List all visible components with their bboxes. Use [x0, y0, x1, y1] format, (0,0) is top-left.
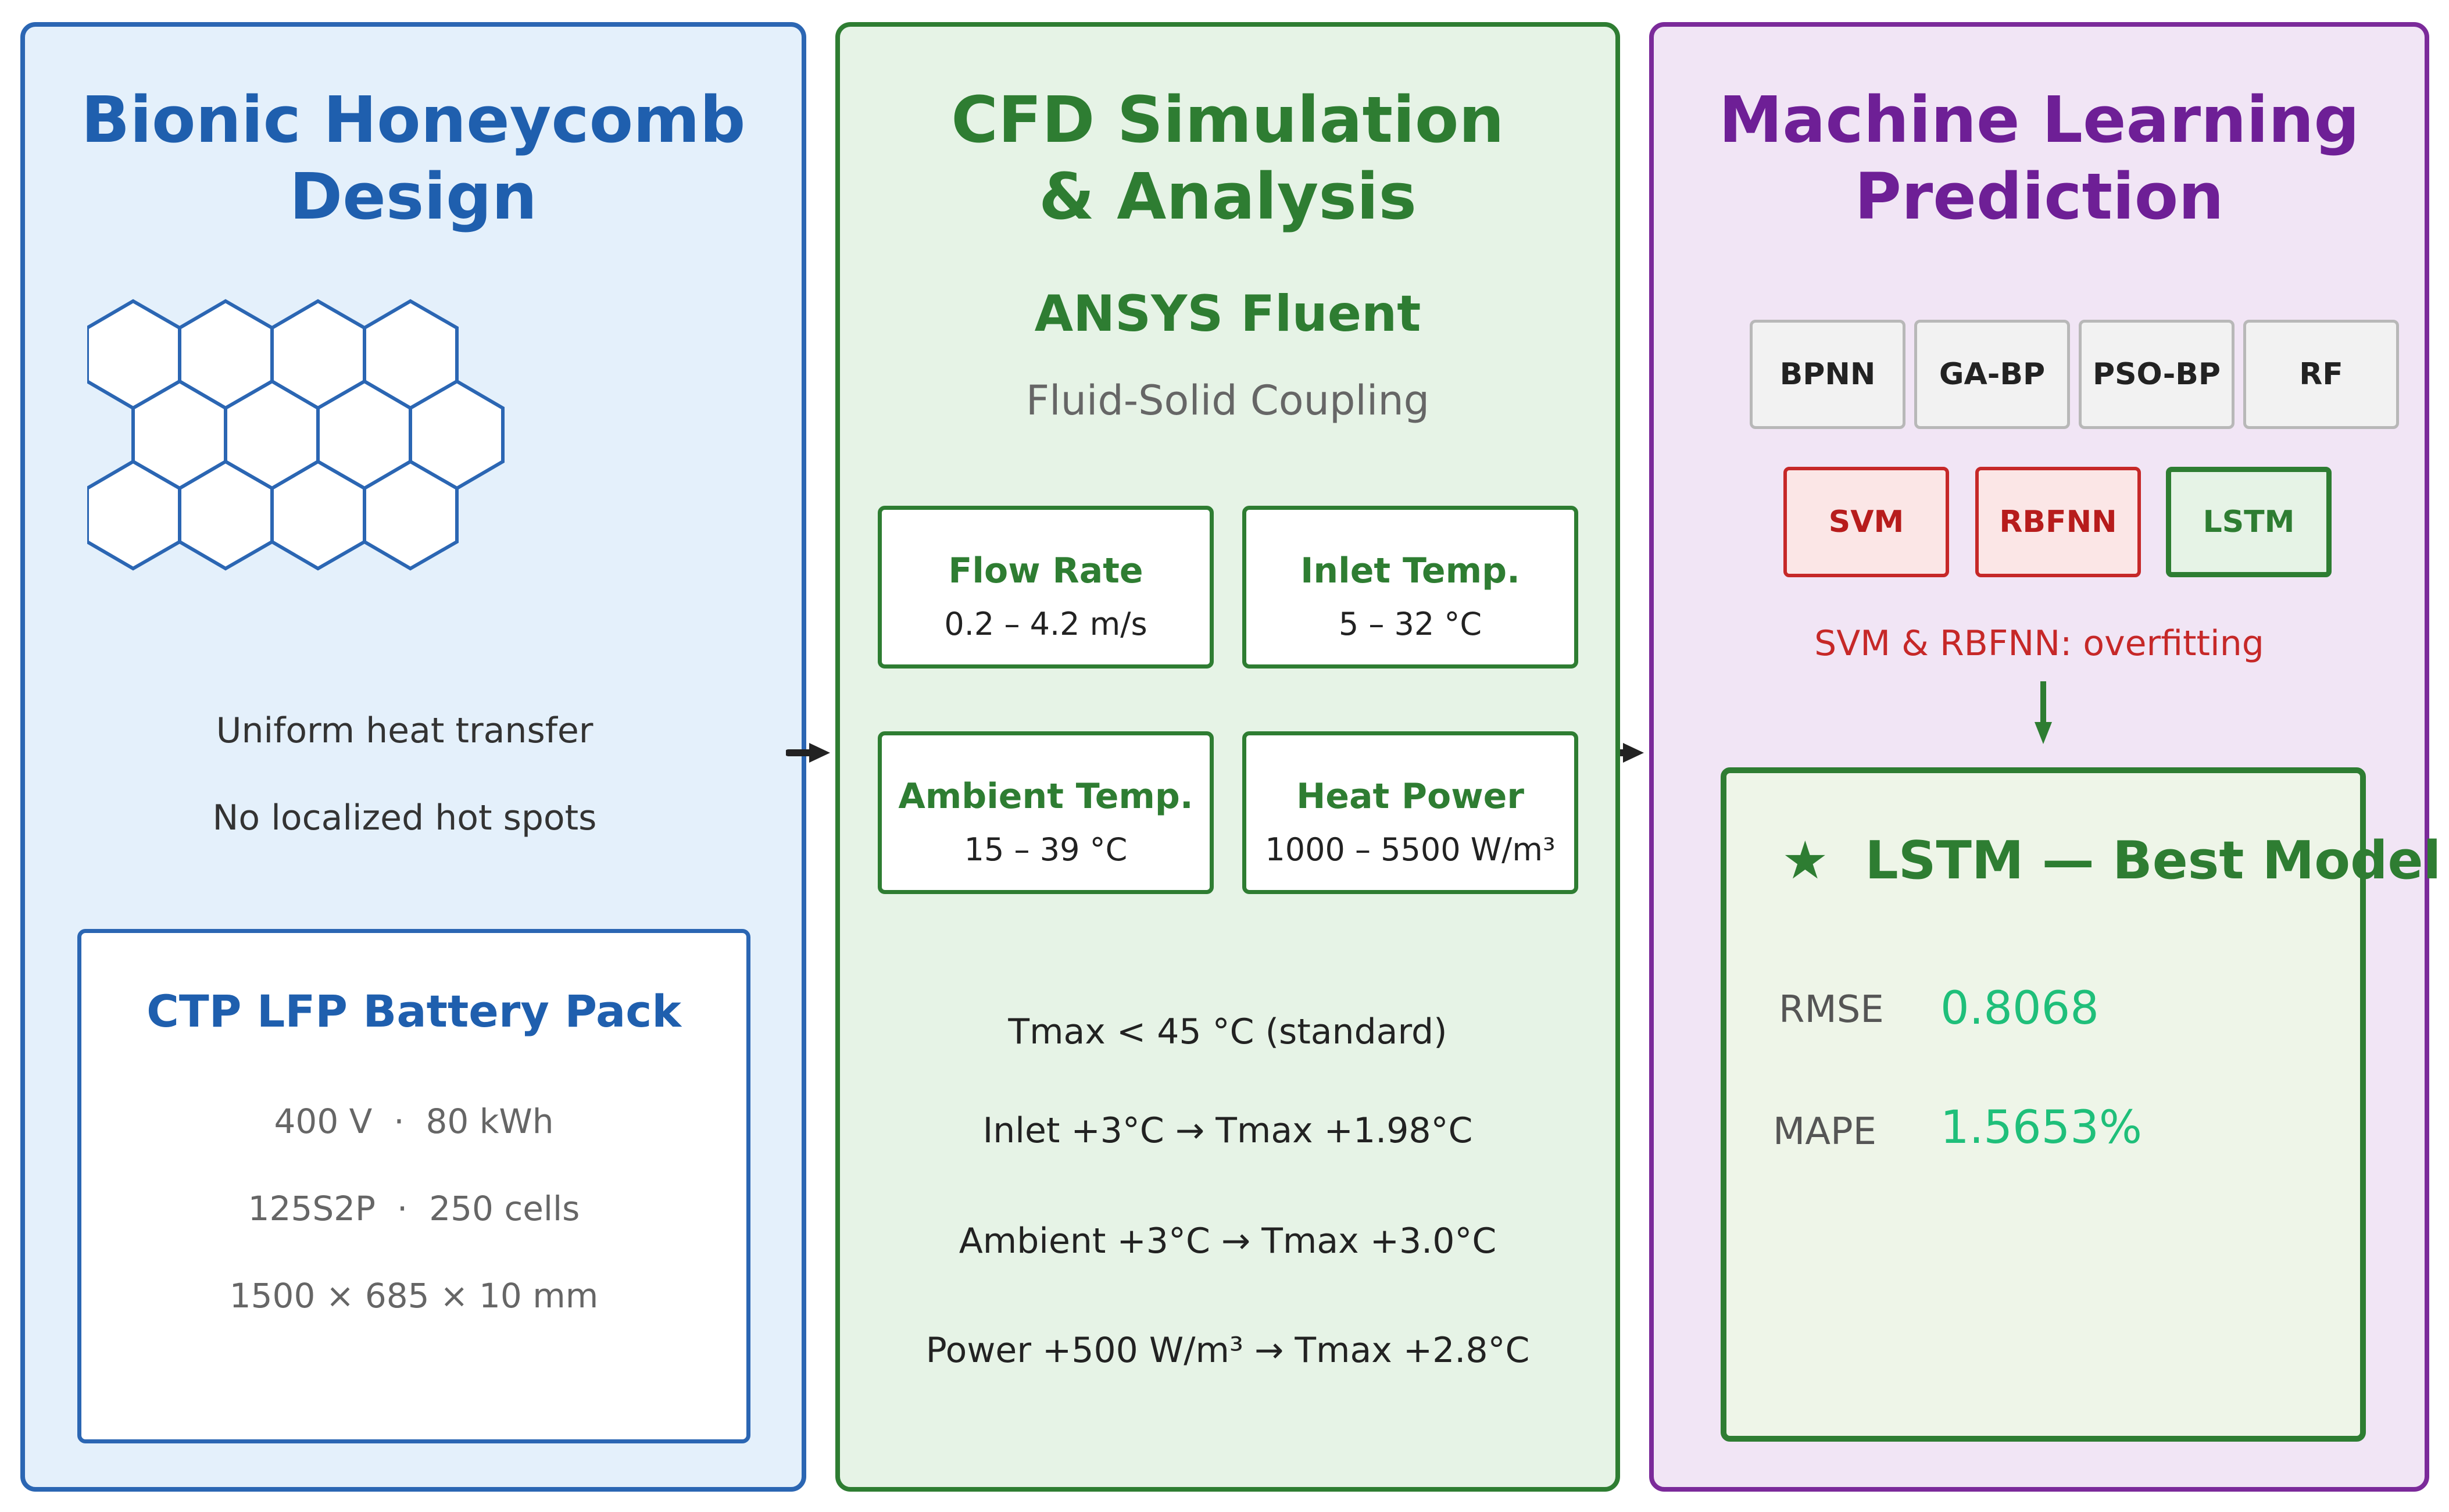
model-chip-lstm: LSTM: [2166, 467, 2332, 577]
metric-name-rmse: RMSE: [1779, 988, 1884, 1031]
param-label: Flow Rate: [948, 551, 1143, 591]
battery-pack-spec-voltage: 400 V · 80 kWh: [274, 1102, 554, 1141]
param-card-heat-power: Heat Power 1000 – 5500 W/m³: [1242, 731, 1578, 894]
param-label: Ambient Temp.: [898, 776, 1193, 817]
param-label: Heat Power: [1296, 776, 1524, 817]
design-title: Bionic Honeycomb Design: [20, 81, 806, 235]
best-model-title: ★ LSTM — Best Model: [1782, 830, 2441, 891]
metric-value-rmse: 0.8068: [1940, 982, 2099, 1035]
param-label: Inlet Temp.: [1300, 551, 1520, 591]
ml-title-line1: Machine Learning: [1718, 83, 2360, 157]
param-card-inlet-temp: Inlet Temp. 5 – 32 °C: [1242, 506, 1578, 669]
cfd-finding: Inlet +3°C → Tmax +1.98°C: [982, 1110, 1473, 1151]
model-chip-bpnn: BPNN: [1750, 320, 1905, 429]
model-chip-pso-bp: PSO-BP: [2079, 320, 2235, 429]
cfd-title-line2: & Analysis: [1039, 159, 1417, 234]
model-chip-rbfnn: RBFNN: [1975, 467, 2141, 577]
battery-pack-title: CTP LFP Battery Pack: [146, 985, 681, 1037]
param-value: 0.2 – 4.2 m/s: [944, 606, 1147, 642]
param-value: 5 – 32 °C: [1338, 606, 1482, 642]
cfd-title-line1: CFD Simulation: [951, 83, 1504, 157]
cfd-finding: Power +500 W/m³ → Tmax +2.8°C: [925, 1330, 1530, 1371]
battery-pack-spec-config: 125S2P · 250 cells: [248, 1189, 580, 1228]
metric-name-mape: MAPE: [1773, 1110, 1877, 1153]
model-chip-rf: RF: [2243, 320, 2399, 429]
feature-uniform-heat: Uniform heat transfer: [216, 710, 594, 751]
feature-no-hotspots: No localized hot spots: [212, 798, 597, 838]
battery-pack-card: CTP LFP Battery Pack 400 V · 80 kWh 125S…: [77, 929, 750, 1443]
param-value: 15 – 39 °C: [964, 831, 1128, 868]
cfd-software: ANSYS Fluent: [1034, 285, 1421, 343]
param-value: 1000 – 5500 W/m³: [1265, 831, 1556, 868]
cfd-finding: Tmax < 45 °C (standard): [1008, 1011, 1447, 1052]
battery-pack-spec-dimensions: 1500 × 685 × 10 mm: [229, 1276, 599, 1316]
arrow-down-icon: [2035, 681, 2052, 744]
overfitting-note: SVM & RBFNN: overfitting: [1814, 623, 2264, 664]
arrow-right-icon: [786, 743, 830, 763]
param-card-flow-rate: Flow Rate 0.2 – 4.2 m/s: [878, 506, 1214, 669]
ml-title-line2: Prediction: [1854, 159, 2224, 234]
ml-title: Machine Learning Prediction: [1649, 81, 2429, 235]
model-chip-svm: SVM: [1783, 467, 1949, 577]
cfd-finding: Ambient +3°C → Tmax +3.0°C: [959, 1221, 1497, 1261]
design-title-line1: Bionic Honeycomb: [81, 83, 746, 157]
design-title-line2: Design: [289, 159, 538, 234]
honeycomb-illustration: [87, 299, 505, 571]
metric-value-mape: 1.5653%: [1940, 1102, 2143, 1154]
cfd-title: CFD Simulation & Analysis: [835, 81, 1620, 235]
cfd-method: Fluid-Solid Coupling: [1025, 377, 1430, 424]
model-chip-ga-bp: GA-BP: [1914, 320, 2070, 429]
best-model-card: ★ LSTM — Best Model RMSE 0.8068 MAPE 1.5…: [1721, 767, 2441, 1442]
param-card-ambient-temp: Ambient Temp. 15 – 39 °C: [878, 731, 1214, 894]
